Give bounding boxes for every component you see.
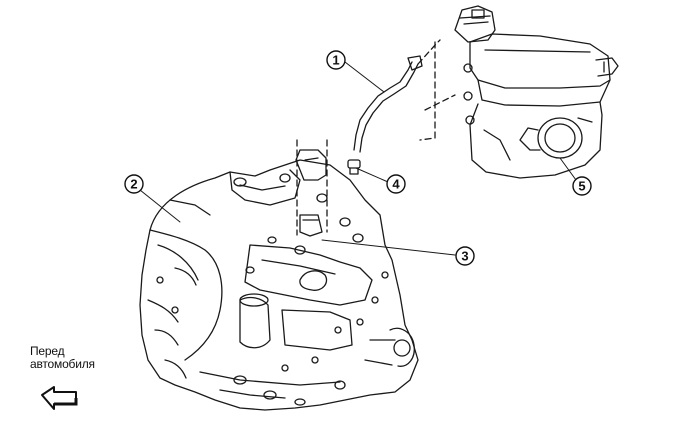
callout-2-label: 2	[130, 177, 137, 192]
front-label-line2: автомобиля	[30, 357, 95, 371]
callout-4: 4	[386, 174, 406, 194]
callout-5: 5	[572, 176, 592, 196]
callout-1-label: 1	[332, 53, 339, 68]
callout-3-label: 3	[461, 249, 468, 264]
front-label-line1: Перед	[30, 344, 65, 358]
air-cleaner-housing	[454, 5, 619, 179]
callout-3: 3	[455, 246, 475, 266]
arrow-left-icon	[40, 385, 80, 411]
breather-hose	[353, 39, 456, 153]
callout-1: 1	[326, 50, 346, 70]
callout-2: 2	[124, 174, 144, 194]
mounting-bracket	[295, 139, 328, 237]
vehicle-front-label: Перед автомобиля	[30, 345, 95, 371]
hose-clip	[347, 159, 361, 175]
transmission-housing	[139, 159, 419, 411]
leader-lines	[139, 61, 577, 256]
callout-4-label: 4	[392, 177, 400, 192]
callout-5-label: 5	[578, 179, 585, 194]
